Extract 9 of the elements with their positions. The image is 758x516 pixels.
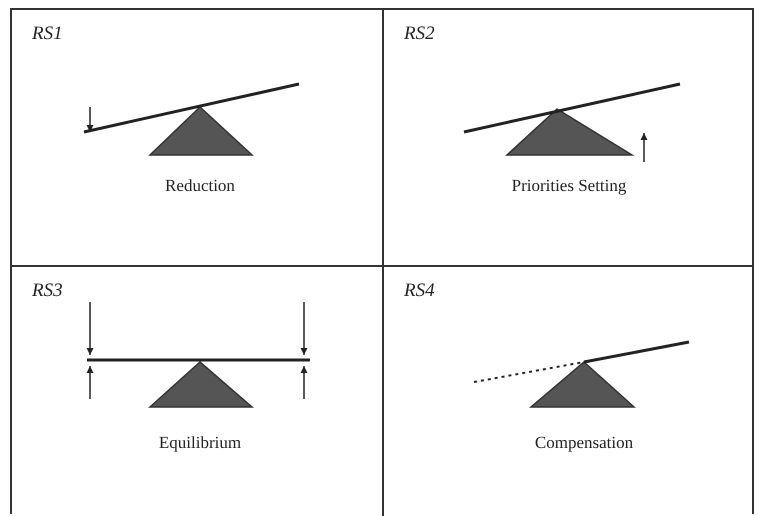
panel-caption: Priorities Setting	[512, 177, 626, 194]
panel-title: RS3	[32, 281, 63, 300]
panel-caption: Reduction	[165, 177, 235, 194]
panel-title: RS1	[32, 24, 63, 43]
diagram-panel	[382, 265, 754, 516]
panel-caption: Compensation	[534, 434, 634, 451]
panel-title: RS4	[404, 281, 435, 300]
panel-title: RS2	[404, 24, 435, 43]
panel-caption: Equilibrium	[158, 434, 242, 451]
